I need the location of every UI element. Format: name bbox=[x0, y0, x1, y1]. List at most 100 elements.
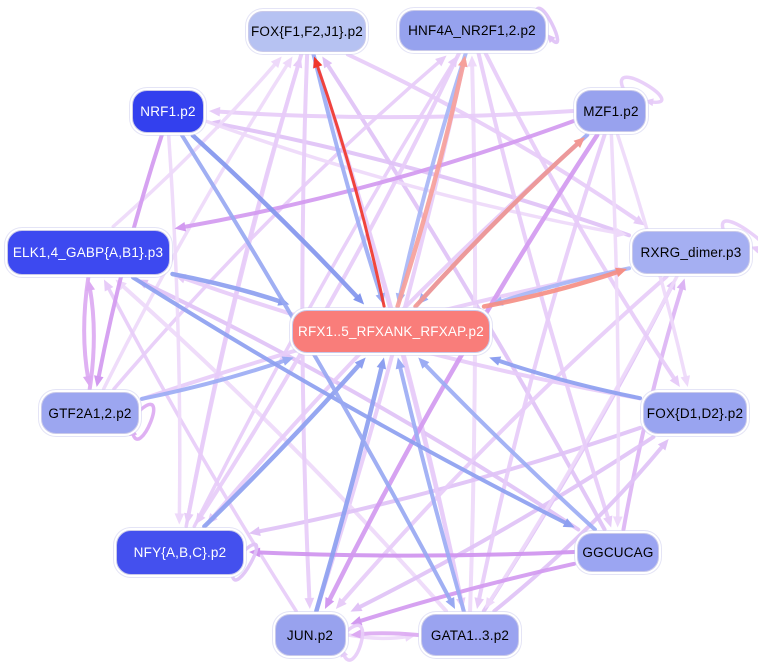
edge-rfx-to-rxrg bbox=[481, 267, 627, 309]
node-label: NFY{A,B,C}.p2 bbox=[133, 544, 227, 560]
arrowhead-icon bbox=[644, 98, 654, 107]
self-loop-hnf4a bbox=[532, 6, 560, 45]
arrowhead-icon bbox=[174, 221, 187, 232]
edge-foxd-to-jun bbox=[350, 435, 656, 612]
arrowhead-icon bbox=[353, 293, 365, 305]
node-label: RXRG_dimer.p3 bbox=[640, 244, 742, 260]
arrowhead-icon bbox=[270, 56, 282, 68]
self-loop-rxrg bbox=[720, 219, 758, 254]
edge-ggcucag-to-rfx bbox=[418, 357, 597, 532]
arrowhead-icon bbox=[485, 597, 495, 609]
arrowhead-icon bbox=[322, 56, 333, 69]
edge-gtf2a1-to-elk bbox=[85, 279, 96, 391]
arrowhead-icon bbox=[467, 55, 478, 67]
node-label: MZF1.p2 bbox=[583, 103, 639, 119]
node-elk[interactable]: ELK1,4_GABP{A,B1}.p3 bbox=[6, 229, 170, 275]
node-rxrg[interactable]: RXRG_dimer.p3 bbox=[632, 230, 750, 274]
edge-mzf1-to-ggcucag bbox=[609, 133, 623, 528]
arrowhead-icon bbox=[184, 512, 194, 525]
arrowhead-icon bbox=[612, 516, 623, 528]
arrowhead-icon bbox=[103, 279, 114, 292]
node-gtf2a1[interactable]: GTF2A1,2.p2 bbox=[41, 392, 139, 434]
node-label: FOX{D1,D2}.p2 bbox=[646, 405, 744, 421]
arrowhead-icon bbox=[195, 512, 206, 525]
edge-foxf-to-nfy bbox=[184, 52, 304, 525]
arrowhead-icon bbox=[680, 375, 691, 387]
arrowhead-icon bbox=[395, 357, 406, 370]
arrowhead-icon bbox=[304, 597, 315, 609]
arrowhead-icon bbox=[324, 596, 335, 609]
arrowhead-icon bbox=[281, 356, 294, 366]
edge-gtf2a1-to-hnf4a bbox=[112, 55, 447, 391]
arrowhead-icon bbox=[85, 279, 96, 292]
node-label: HNF4A_NR2F1,2.p2 bbox=[408, 22, 536, 38]
node-label: GGCUCAG bbox=[582, 544, 654, 560]
node-foxf[interactable]: FOX{F1,F2,J1}.p2 bbox=[248, 10, 366, 52]
node-hnf4a[interactable]: HNF4A_NR2F1,2.p2 bbox=[398, 9, 546, 51]
edge-mzf1-to-nrf1 bbox=[209, 106, 575, 120]
edge-elk-to-ggcucag bbox=[131, 275, 575, 528]
node-label: RFX1..5_RFXANK_RFXAP.p2 bbox=[298, 323, 484, 339]
arrowhead-icon bbox=[435, 55, 447, 67]
node-mzf1[interactable]: MZF1.p2 bbox=[576, 90, 646, 132]
arrowhead-icon bbox=[335, 597, 347, 609]
node-nrf1[interactable]: NRF1.p2 bbox=[132, 89, 204, 133]
arrowhead-icon bbox=[633, 215, 645, 226]
arrowhead-icon bbox=[350, 616, 363, 626]
node-label: JUN.p2 bbox=[286, 627, 334, 643]
arrowhead-icon bbox=[603, 515, 613, 528]
node-label: ELK1,4_GABP{A,B1}.p3 bbox=[12, 244, 164, 260]
arrowhead-icon bbox=[376, 357, 387, 370]
edge-nfy-to-rfx bbox=[202, 357, 366, 529]
arrowhead-icon bbox=[546, 33, 556, 44]
edge-hnf4a-to-nfy bbox=[195, 51, 461, 525]
node-ggcucag[interactable]: GGCUCAG bbox=[577, 532, 659, 572]
arrowhead-icon bbox=[282, 56, 293, 69]
arrowhead-icon bbox=[669, 375, 680, 387]
node-rfx[interactable]: RFX1..5_RFXANK_RFXAP.p2 bbox=[292, 309, 490, 353]
edge-jun-to-elk bbox=[103, 279, 298, 613]
node-label: GATA1..3.p2 bbox=[430, 627, 510, 643]
arrowhead-icon bbox=[209, 106, 221, 117]
edge-mzf1-to-elk bbox=[174, 119, 575, 232]
node-foxd[interactable]: FOX{D1,D2}.p2 bbox=[643, 392, 747, 434]
edge-hnf4a-to-foxd bbox=[483, 51, 680, 387]
edge-foxd-to-rfx bbox=[489, 356, 642, 401]
edge-nrf1-to-rfx bbox=[190, 133, 365, 305]
edge-elk-to-foxf bbox=[111, 56, 282, 229]
arrowhead-icon bbox=[474, 597, 484, 609]
arrowhead-icon bbox=[313, 56, 323, 69]
edge-jun-to-rfx bbox=[314, 357, 387, 614]
edge-mzf1-to-gata bbox=[474, 133, 607, 609]
arrowhead-icon bbox=[174, 513, 185, 525]
node-jun[interactable]: JUN.p2 bbox=[274, 614, 346, 656]
node-nfy[interactable]: NFY{A,B,C}.p2 bbox=[116, 529, 244, 575]
arrowhead-icon bbox=[615, 228, 627, 238]
edge-gtf2a1-to-rfx bbox=[140, 356, 294, 401]
arrowhead-icon bbox=[573, 137, 585, 148]
edge-rfx-to-foxf bbox=[313, 56, 386, 308]
arrowhead-icon bbox=[615, 267, 627, 277]
edge-nrf1-to-nfy bbox=[166, 133, 185, 525]
arrowhead-icon bbox=[657, 439, 669, 451]
edge-foxf-to-rxrg bbox=[345, 52, 645, 226]
arrowhead-icon bbox=[458, 55, 468, 68]
arrowhead-icon bbox=[94, 375, 104, 387]
edge-ggcucag-to-jun bbox=[350, 561, 576, 626]
arrowhead-icon bbox=[350, 629, 362, 639]
arrowhead-icon bbox=[418, 357, 430, 369]
arrowhead-icon bbox=[350, 602, 363, 612]
arrowhead-icon bbox=[249, 526, 261, 536]
arrowhead-icon bbox=[750, 246, 758, 254]
edge-nrf1-to-gata bbox=[180, 133, 456, 609]
arrowhead-icon bbox=[562, 518, 575, 528]
node-gata[interactable]: GATA1..3.p2 bbox=[421, 614, 519, 656]
edge-gata-to-rfx bbox=[395, 357, 466, 613]
edge-rfx-to-mzf1 bbox=[413, 137, 585, 309]
node-label: GTF2A1,2.p2 bbox=[48, 405, 132, 421]
edge-nrf1-to-rxrg bbox=[205, 119, 627, 238]
self-loop-mzf1 bbox=[619, 75, 664, 107]
arrowhead-icon bbox=[676, 278, 686, 291]
